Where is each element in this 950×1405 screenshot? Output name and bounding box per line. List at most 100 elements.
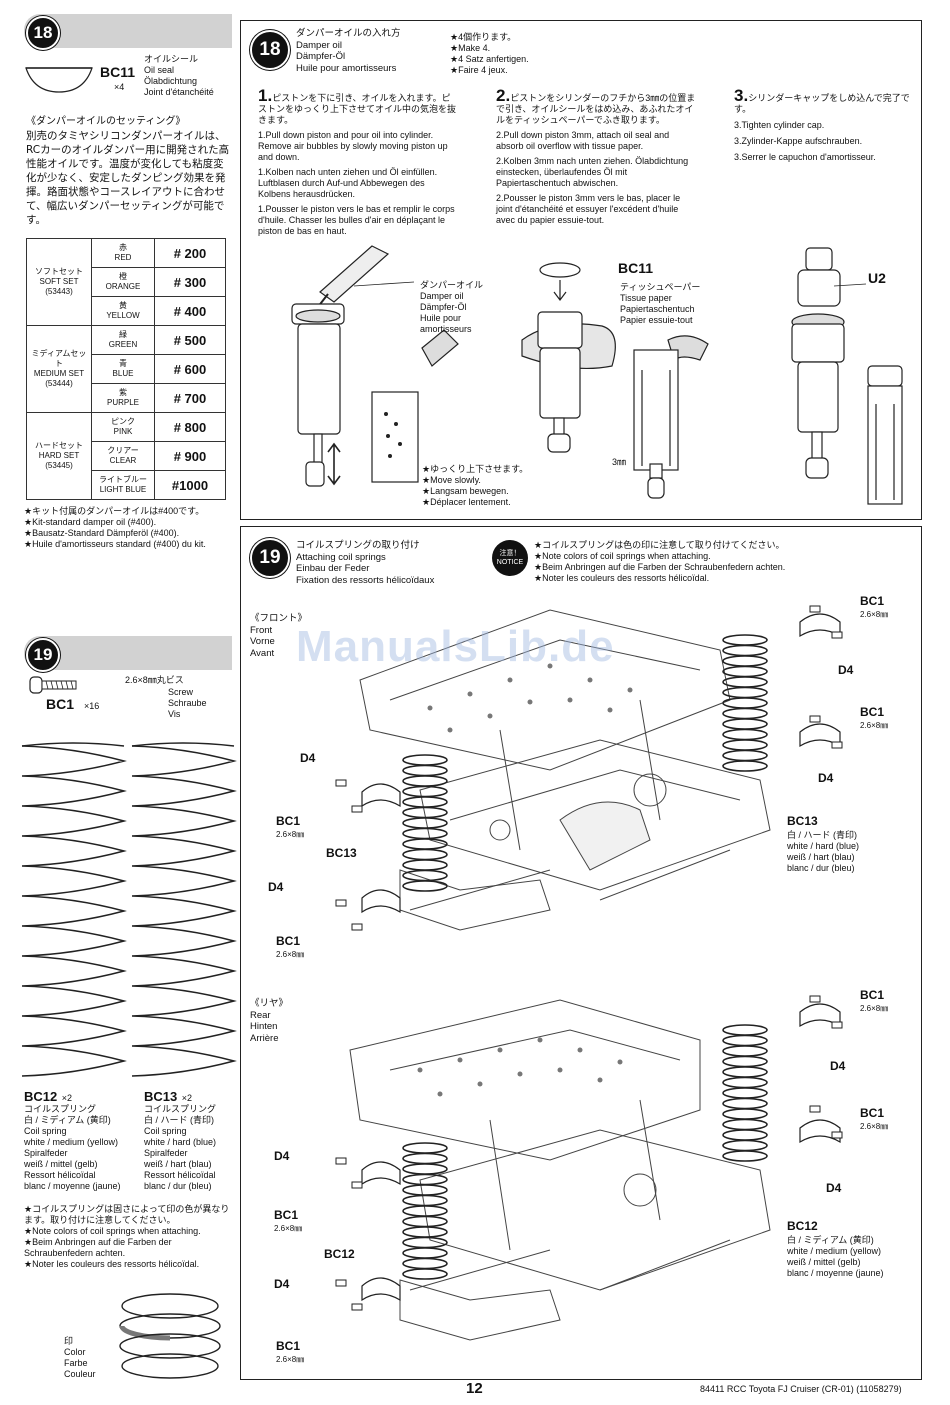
note-jp: ★キット付属のダンパーオイルは#400です。 [24, 506, 205, 516]
bc12-qty: ×2 [61, 1093, 72, 1103]
coil-group [402, 1142, 448, 1280]
cylinder-cap-illustration [791, 247, 903, 505]
bc12-code: BC12 [787, 1219, 818, 1233]
bc1-size: 2.6×8㎜ [276, 830, 305, 839]
oil-viscosity: # 500 [154, 325, 226, 355]
rear-bc12-callout: BC12 白 / ミディアム (黄印) white / medium (yell… [787, 1217, 884, 1279]
bc1-code: BC1 [274, 1208, 299, 1222]
substep1-text: 1.ピストンを下に引き、オイルを入れます。ピストンをゆっくり上下させてオイル中の… [258, 87, 457, 237]
substep1-jp: ピストンを下に引き、オイルを入れます。ピストンをゆっくり上下させてオイル中の気泡… [258, 93, 457, 125]
line: white / hard (blue) [144, 1137, 217, 1147]
bc12-code: BC12 ×2 [24, 1088, 72, 1106]
oil-color-en: PURPLE [106, 398, 139, 407]
step19-panel-title: コイルスプリングの取り付け Attaching coil springs Ein… [296, 540, 434, 586]
note-en: ★Note colors of coil springs when attach… [534, 551, 711, 561]
bc12-desc: weiß / mittel (gelb) [787, 1257, 861, 1267]
substep3-number: 3. [734, 86, 749, 105]
bc1-size: 2.6×8㎜ [860, 1004, 889, 1013]
oil-color-jp: 緑 [119, 330, 127, 339]
oil-viscosity: # 600 [154, 354, 226, 384]
damper-oil-notes: ★キット付属のダンパーオイルは#400です。 ★Kit-standard dam… [24, 506, 234, 550]
bc1-size: 2.6×8㎜ [276, 1355, 305, 1364]
oil-seal-install-illustration [521, 262, 616, 453]
bc1-size: 2.6×8㎜ [860, 721, 889, 730]
substep2-fr: 2.Pousser le piston 3mm vers le bas, pla… [496, 193, 681, 225]
bc12-desc: white / medium (yellow) [787, 1246, 882, 1256]
slow-jp: ★ゆっくり上下させます。 [422, 464, 529, 474]
bc12-desc: blanc / moyenne (jaune) [787, 1268, 884, 1278]
line: blanc / moyenne (jaune) [24, 1181, 121, 1191]
rear-label: 《リヤ》 Rear Hinten Arrière [250, 998, 288, 1044]
step19-panel [240, 526, 922, 1380]
screw-qty: ×16 [84, 701, 100, 711]
soft-set-cell: ソフトセット SOFT SET (53443) [26, 238, 92, 326]
rear-right-spring-icon [722, 1024, 768, 1162]
soft-set-code: (53443) [45, 287, 73, 296]
front-chassis-illustration [359, 609, 771, 931]
soft-set-en: SOFT SET [39, 277, 79, 286]
oil-seal-icon [25, 67, 93, 93]
coil-spring-bc13-icon [131, 742, 237, 1077]
make-de: ★4 Satz anfertigen. [450, 54, 529, 64]
note-jp: ★コイルスプリングは色の印に注意して取り付けてください。 [534, 540, 785, 550]
oil-color-en: RED [114, 253, 132, 262]
spring-coil-ring [402, 1268, 448, 1280]
line: Spiralfeder [144, 1148, 188, 1158]
oil-label-de: Dämpfer-Öl [420, 302, 467, 312]
substep2-jp-wrap: 2.ピストンをシリンダーのフチから3㎜の位置まで引き、オイルシールをはめ込み、あ… [496, 87, 696, 126]
note-en: ★Kit-standard damper oil (#400). [24, 517, 157, 527]
rear-en: Rear [250, 1009, 271, 1021]
notice-en: NOTICE [496, 559, 524, 566]
slow-fr: ★Déplacer lentement. [422, 497, 511, 507]
bc1-size: 2.6×8㎜ [274, 1224, 303, 1233]
damper-setting-title: 《ダンパーオイルのセッティング》 [26, 116, 186, 127]
tissue-jp: ティッシュペーパー [620, 282, 701, 292]
3mm-label: 3㎜ [612, 457, 627, 467]
note-jp: ★コイルスプリングは固さによって印の色が異なります。取り付けに注意してください。 [24, 1204, 230, 1225]
spring-coil-ring [402, 880, 448, 892]
note-de: ★Bausatz-Standard Dämpferöl (#400). [24, 528, 180, 538]
oil-viscosity: # 800 [154, 412, 226, 442]
line: Ressort hélicoïdal [24, 1170, 96, 1180]
bc13-code-text: BC13 [144, 1089, 178, 1104]
oil-viscosity: # 900 [154, 441, 226, 471]
title-jp: コイルスプリングの取り付け [296, 540, 420, 551]
screw-name-de: Schraube [168, 698, 207, 708]
title-en: Damper oil [296, 39, 342, 51]
title-jp: ダンパーオイルの入れ方 [296, 28, 401, 39]
front-left-spring-icon [402, 754, 448, 892]
oil-viscosity: # 400 [154, 296, 226, 326]
soft-set-jp: ソフトセット [35, 267, 83, 276]
step18-make-note: ★4個作ります。 ★Make 4. ★4 Satz anfertigen. ★F… [450, 32, 529, 76]
bc1-size: 2.6×8㎜ [860, 1122, 889, 1131]
rear-d4-top-right: D4 [830, 1059, 846, 1073]
line: 白 / ミディアム (黄印) [24, 1115, 111, 1125]
step19-notes: ★コイルスプリングは色の印に注意して取り付けてください。 ★Note color… [534, 540, 785, 584]
substep1-number: 1. [258, 86, 273, 105]
oil-label-en: Damper oil [420, 291, 464, 301]
substep2-text: 2.ピストンをシリンダーのフチから3㎜の位置まで引き、オイルシールをはめ込み、あ… [496, 87, 696, 226]
substep1-jp-wrap: 1.ピストンを下に引き、オイルを入れます。ピストンをゆっくり上下させてオイル中の… [258, 87, 457, 126]
line: Ressort hélicoïdal [144, 1170, 216, 1180]
bc11-name-jp: オイルシール [144, 54, 199, 64]
mark-label-jp: 印 [64, 1336, 74, 1346]
note-en: ★Note colors of coil springs when attach… [24, 1226, 201, 1236]
tissue-paper-label: ティッシュペーパー Tissue paper Papiertaschentuch… [620, 282, 700, 326]
note-fr: ★Noter les couleurs des ressorts hélicoï… [534, 573, 710, 583]
model-footer: 84411 RCC Toyota FJ Cruiser (CR-01) (110… [700, 1384, 902, 1394]
substep2-en: 2.Pull down piston 3mm, attach oil seal … [496, 130, 670, 151]
front-d4-left-top: D4 [300, 751, 316, 765]
move-slowly-note: ★ゆっくり上下させます。 ★Move slowly. ★Langsam bewe… [422, 464, 528, 508]
bc11-name-fr: Joint d'étanchéité [144, 87, 214, 97]
substep2-number: 2. [496, 86, 511, 105]
step18-side-number: 18 [26, 16, 60, 50]
front-bc13-left: BC13 [326, 846, 357, 860]
front-en: Front [250, 624, 273, 636]
